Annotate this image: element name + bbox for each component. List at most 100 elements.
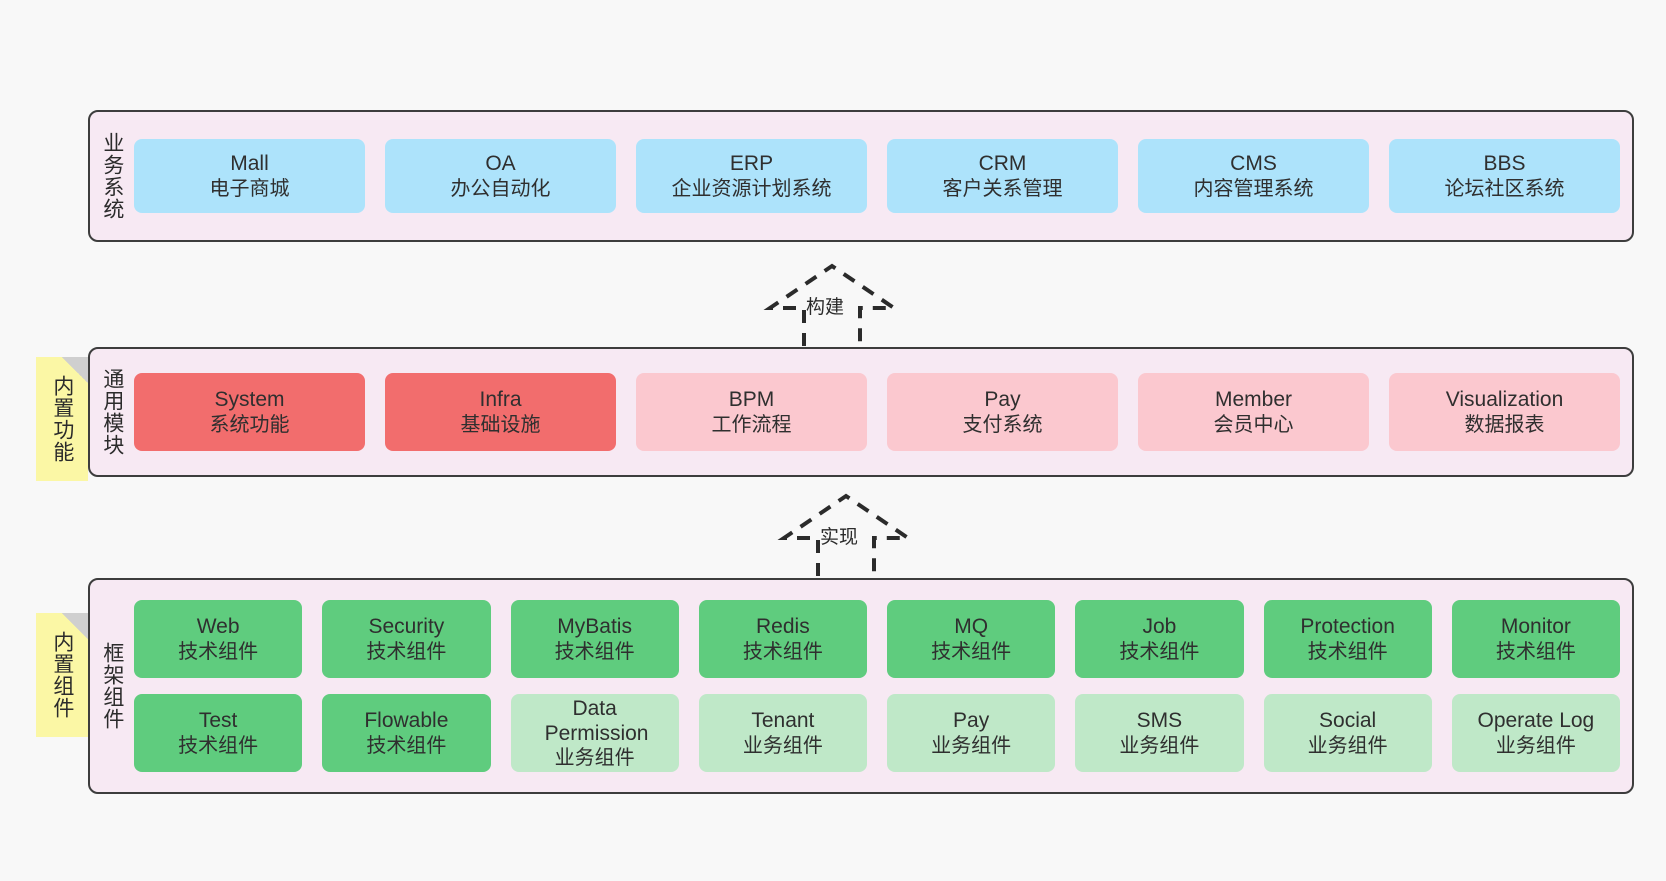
node-subtitle: 业务组件 bbox=[554, 747, 635, 770]
connector-build-arrow bbox=[752, 262, 912, 346]
node-operate-log[interactable]: Operate Log 业务组件 bbox=[1451, 694, 1620, 772]
node-protection[interactable]: Protection 技术组件 bbox=[1263, 600, 1432, 678]
business-row: Mall 电子商城 OA 办公自动化 ERP 企业资源计划系统 CRM 客户关系… bbox=[134, 139, 1620, 213]
connector-implement-label: 实现 bbox=[820, 527, 859, 548]
node-tenant[interactable]: Tenant 业务组件 bbox=[698, 694, 867, 772]
layer-title-business: 业务系统 bbox=[100, 132, 124, 220]
node-subtitle: 技术组件 bbox=[554, 640, 635, 663]
node-subtitle: 技术组件 bbox=[366, 734, 447, 757]
node-title: Web bbox=[196, 615, 240, 639]
node-title: Operate Log bbox=[1477, 709, 1595, 733]
node-subtitle: 业务组件 bbox=[931, 734, 1012, 757]
node-subtitle: 技术组件 bbox=[366, 640, 447, 663]
node-subtitle: 技术组件 bbox=[742, 640, 823, 663]
node-pay-component[interactable]: Pay 业务组件 bbox=[887, 694, 1056, 772]
layer-body-business: Mall 电子商城 OA 办公自动化 ERP 企业资源计划系统 CRM 客户关系… bbox=[134, 112, 1632, 240]
node-subtitle: 业务组件 bbox=[1307, 734, 1388, 757]
node-subtitle: 业务组件 bbox=[1119, 734, 1200, 757]
layer-general-modules: 通用模块 System 系统功能 Infra 基础设施 BPM 工作流程 Pay… bbox=[88, 347, 1634, 477]
layer-body-modules: System 系统功能 Infra 基础设施 BPM 工作流程 Pay 支付系统… bbox=[134, 349, 1632, 475]
node-title: CMS bbox=[1230, 152, 1277, 176]
sticky-note-builtin-components: 内置组件 bbox=[36, 613, 88, 737]
node-erp[interactable]: ERP 企业资源计划系统 bbox=[636, 139, 867, 213]
node-social[interactable]: Social 业务组件 bbox=[1263, 694, 1432, 772]
node-title: CRM bbox=[978, 152, 1027, 176]
sticky-note-builtin-features: 内置功能 bbox=[36, 357, 88, 481]
node-subtitle: 技术组件 bbox=[1495, 640, 1576, 663]
node-title: Monitor bbox=[1500, 615, 1571, 639]
layer-body-framework: Web 技术组件 Security 技术组件 MyBatis 技术组件 Redi… bbox=[134, 580, 1632, 792]
node-subtitle: 论坛社区系统 bbox=[1444, 177, 1565, 200]
node-subtitle: 办公自动化 bbox=[450, 177, 551, 200]
node-title: System bbox=[214, 388, 285, 412]
node-subtitle: 工作流程 bbox=[711, 413, 792, 436]
framework-biz-row: Test 技术组件 Flowable 技术组件 Data Permission … bbox=[134, 694, 1620, 772]
node-subtitle: 客户关系管理 bbox=[942, 177, 1063, 200]
layer-business-system: 业务系统 Mall 电子商城 OA 办公自动化 ERP 企业资源计划系统 CRM… bbox=[88, 110, 1634, 242]
node-crm[interactable]: CRM 客户关系管理 bbox=[887, 139, 1118, 213]
layer-framework-components: 框架组件 Web 技术组件 Security 技术组件 MyBatis 技术组件… bbox=[88, 578, 1634, 794]
node-title: SMS bbox=[1136, 709, 1183, 733]
framework-tech-row: Web 技术组件 Security 技术组件 MyBatis 技术组件 Redi… bbox=[134, 600, 1620, 678]
node-title: OA bbox=[485, 152, 516, 176]
node-job[interactable]: Job 技术组件 bbox=[1075, 600, 1244, 678]
node-test[interactable]: Test 技术组件 bbox=[134, 694, 303, 772]
node-flowable[interactable]: Flowable 技术组件 bbox=[322, 694, 491, 772]
node-title: MQ bbox=[954, 615, 989, 639]
connector-build-label: 构建 bbox=[806, 297, 845, 318]
connector-implement-arrow bbox=[766, 492, 926, 576]
node-bbs[interactable]: BBS 论坛社区系统 bbox=[1389, 139, 1620, 213]
node-title: Data Permission bbox=[544, 696, 649, 745]
node-title: Redis bbox=[756, 615, 810, 639]
node-subtitle: 企业资源计划系统 bbox=[671, 177, 832, 200]
node-mall[interactable]: Mall 电子商城 bbox=[134, 139, 365, 213]
node-title: Member bbox=[1214, 388, 1293, 412]
node-subtitle: 电子商城 bbox=[209, 177, 290, 200]
node-subtitle: 业务组件 bbox=[1495, 734, 1576, 757]
node-system[interactable]: System 系统功能 bbox=[134, 373, 365, 451]
node-title: Protection bbox=[1300, 615, 1395, 639]
node-subtitle: 支付系统 bbox=[962, 413, 1043, 436]
node-title: Job bbox=[1142, 615, 1177, 639]
modules-row: System 系统功能 Infra 基础设施 BPM 工作流程 Pay 支付系统… bbox=[134, 373, 1620, 451]
sticky-label: 内置功能 bbox=[50, 375, 74, 463]
node-subtitle: 基础设施 bbox=[460, 413, 541, 436]
node-title: Security bbox=[368, 615, 445, 639]
node-mq[interactable]: MQ 技术组件 bbox=[887, 600, 1056, 678]
node-subtitle: 会员中心 bbox=[1213, 413, 1294, 436]
node-cms[interactable]: CMS 内容管理系统 bbox=[1138, 139, 1369, 213]
node-title: Flowable bbox=[364, 709, 449, 733]
node-visualization[interactable]: Visualization 数据报表 bbox=[1389, 373, 1620, 451]
layer-title-framework: 框架组件 bbox=[100, 642, 124, 730]
node-mybatis[interactable]: MyBatis 技术组件 bbox=[510, 600, 679, 678]
node-subtitle: 系统功能 bbox=[209, 413, 290, 436]
node-infra[interactable]: Infra 基础设施 bbox=[385, 373, 616, 451]
node-subtitle: 业务组件 bbox=[742, 734, 823, 757]
node-bpm[interactable]: BPM 工作流程 bbox=[636, 373, 867, 451]
node-redis[interactable]: Redis 技术组件 bbox=[698, 600, 867, 678]
node-subtitle: 数据报表 bbox=[1464, 413, 1545, 436]
node-monitor[interactable]: Monitor 技术组件 bbox=[1451, 600, 1620, 678]
node-pay-module[interactable]: Pay 支付系统 bbox=[887, 373, 1118, 451]
node-security[interactable]: Security 技术组件 bbox=[322, 600, 491, 678]
node-subtitle: 技术组件 bbox=[1307, 640, 1388, 663]
node-title: Mall bbox=[230, 152, 269, 176]
node-web[interactable]: Web 技术组件 bbox=[134, 600, 303, 678]
node-subtitle: 技术组件 bbox=[931, 640, 1012, 663]
node-sms[interactable]: SMS 业务组件 bbox=[1075, 694, 1244, 772]
node-title: MyBatis bbox=[557, 615, 632, 639]
node-subtitle: 技术组件 bbox=[178, 640, 259, 663]
node-title: Pay bbox=[953, 709, 990, 733]
node-subtitle: 内容管理系统 bbox=[1193, 177, 1314, 200]
node-data-permission[interactable]: Data Permission 业务组件 bbox=[510, 694, 679, 772]
node-title: Social bbox=[1319, 709, 1377, 733]
node-title: Test bbox=[198, 709, 238, 733]
node-title: BBS bbox=[1483, 152, 1526, 176]
node-member[interactable]: Member 会员中心 bbox=[1138, 373, 1369, 451]
layer-title-modules: 通用模块 bbox=[100, 368, 124, 456]
node-oa[interactable]: OA 办公自动化 bbox=[385, 139, 616, 213]
node-title: BPM bbox=[728, 388, 775, 412]
node-subtitle: 技术组件 bbox=[178, 734, 259, 757]
node-title: Pay bbox=[984, 388, 1021, 412]
